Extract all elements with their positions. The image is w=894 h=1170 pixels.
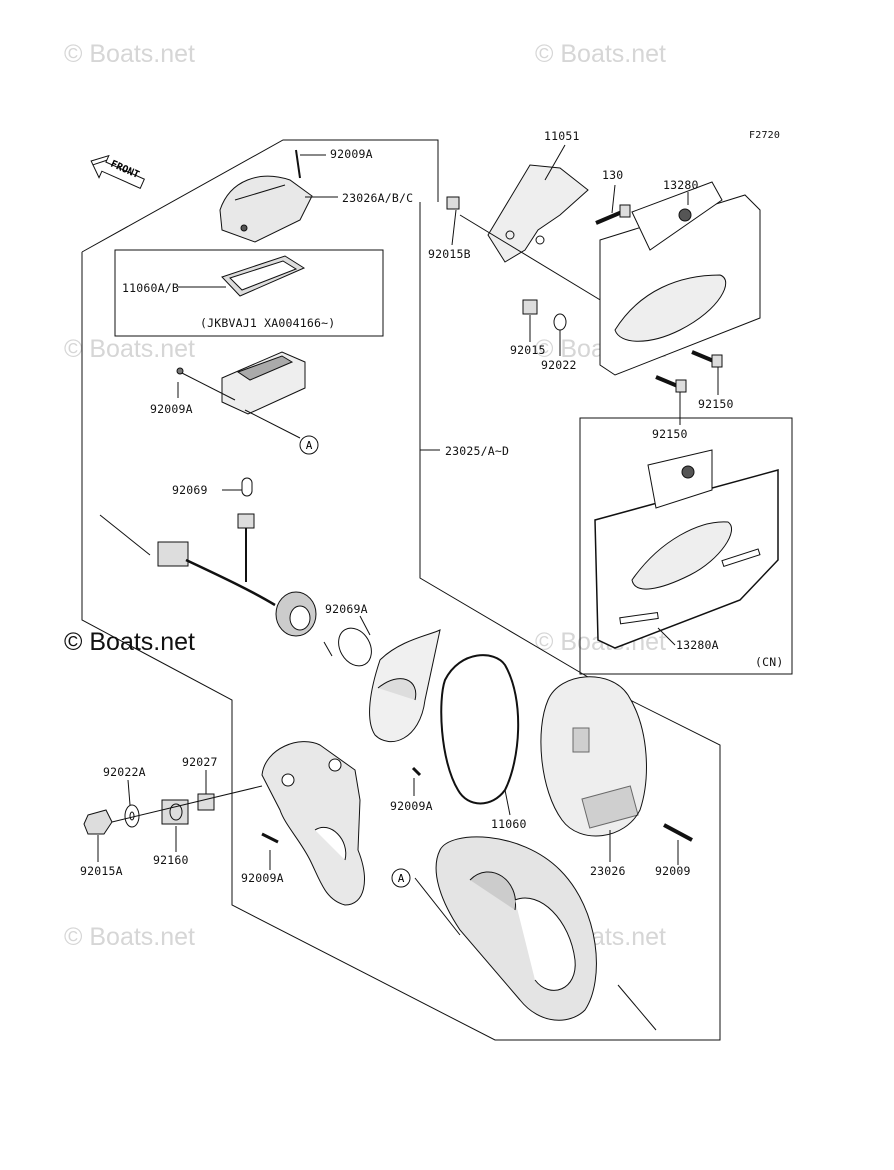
collar-92027 bbox=[197, 793, 215, 811]
grommet-92160 bbox=[161, 799, 189, 825]
part-label: 13280 bbox=[663, 178, 699, 192]
bolt-92150-a bbox=[691, 350, 723, 368]
cn-note: (CN) bbox=[755, 655, 784, 669]
part-label: 130 bbox=[602, 168, 624, 182]
part-label: 92015A bbox=[80, 864, 123, 878]
part-label: 11060A/B bbox=[122, 281, 179, 295]
washer-92022 bbox=[553, 313, 567, 331]
bolt-92150-b bbox=[655, 375, 687, 393]
part-label: 92015 bbox=[510, 343, 546, 357]
license-plate-13280 bbox=[599, 181, 761, 376]
part-label: 92009A bbox=[330, 147, 373, 161]
part-label: 92027 bbox=[182, 755, 218, 769]
wire-harness bbox=[99, 514, 317, 637]
watermark: © Boats.net bbox=[64, 335, 195, 363]
bulb-92069a bbox=[323, 627, 372, 667]
part-label: 92009A bbox=[150, 402, 193, 416]
bolt-130 bbox=[595, 204, 631, 225]
cover-23026abc bbox=[219, 149, 313, 243]
screw-92009a bbox=[261, 832, 279, 844]
gasket-11060ab bbox=[221, 255, 306, 297]
lens-gasket-11060 bbox=[440, 654, 520, 805]
part-label: 23026 bbox=[590, 864, 626, 878]
part-label: 92009A bbox=[241, 871, 284, 885]
diagram-code: F2720 bbox=[749, 130, 781, 141]
part-label: 92150 bbox=[698, 397, 734, 411]
serial-box bbox=[114, 249, 384, 337]
callout-a-label: A bbox=[398, 872, 405, 885]
lens-23026 bbox=[540, 676, 647, 837]
front-arrow-icon bbox=[90, 154, 145, 189]
cn-box bbox=[579, 417, 793, 675]
part-label: 92150 bbox=[652, 427, 688, 441]
watermark-primary: © Boats.net bbox=[64, 628, 195, 656]
part-label: 92069 bbox=[172, 483, 208, 497]
screw-92009 bbox=[663, 823, 693, 842]
nut-92015b bbox=[446, 196, 460, 210]
watermark: © Boats.net bbox=[64, 40, 195, 68]
nut-92015 bbox=[522, 299, 538, 315]
callout-a-label: A bbox=[306, 439, 313, 452]
part-label: 92009 bbox=[655, 864, 691, 878]
watermark: © Boats.net bbox=[64, 923, 195, 951]
screw-92009a bbox=[411, 766, 422, 777]
callout-a-top bbox=[299, 435, 319, 455]
part-label: 11051 bbox=[544, 129, 580, 143]
lamp-base bbox=[176, 351, 306, 439]
part-label: 92015B bbox=[428, 247, 471, 261]
part-label: 92160 bbox=[153, 853, 189, 867]
serial-note: (JKBVAJ1 XA004166~) bbox=[200, 316, 336, 330]
mount-bracket bbox=[261, 741, 365, 906]
part-label: 92022A bbox=[103, 765, 146, 779]
housing bbox=[414, 836, 657, 1031]
callout-a-bottom bbox=[391, 868, 411, 888]
license-plate-13280a bbox=[594, 449, 779, 649]
group-outline bbox=[81, 139, 439, 253]
part-label: 23026A/B/C bbox=[342, 191, 414, 205]
part-label: 92009A bbox=[390, 799, 433, 813]
part-label: 92022 bbox=[541, 358, 577, 372]
part-label: 13280A bbox=[676, 638, 719, 652]
part-label: 11060 bbox=[491, 817, 527, 831]
nut-92015a bbox=[83, 809, 113, 835]
part-label: 92069A bbox=[325, 602, 368, 616]
part-label: 23025/A~D bbox=[445, 444, 510, 458]
bulb-92069 bbox=[236, 477, 255, 582]
watermark: © Boats.net bbox=[535, 40, 666, 68]
reflector bbox=[369, 629, 441, 743]
